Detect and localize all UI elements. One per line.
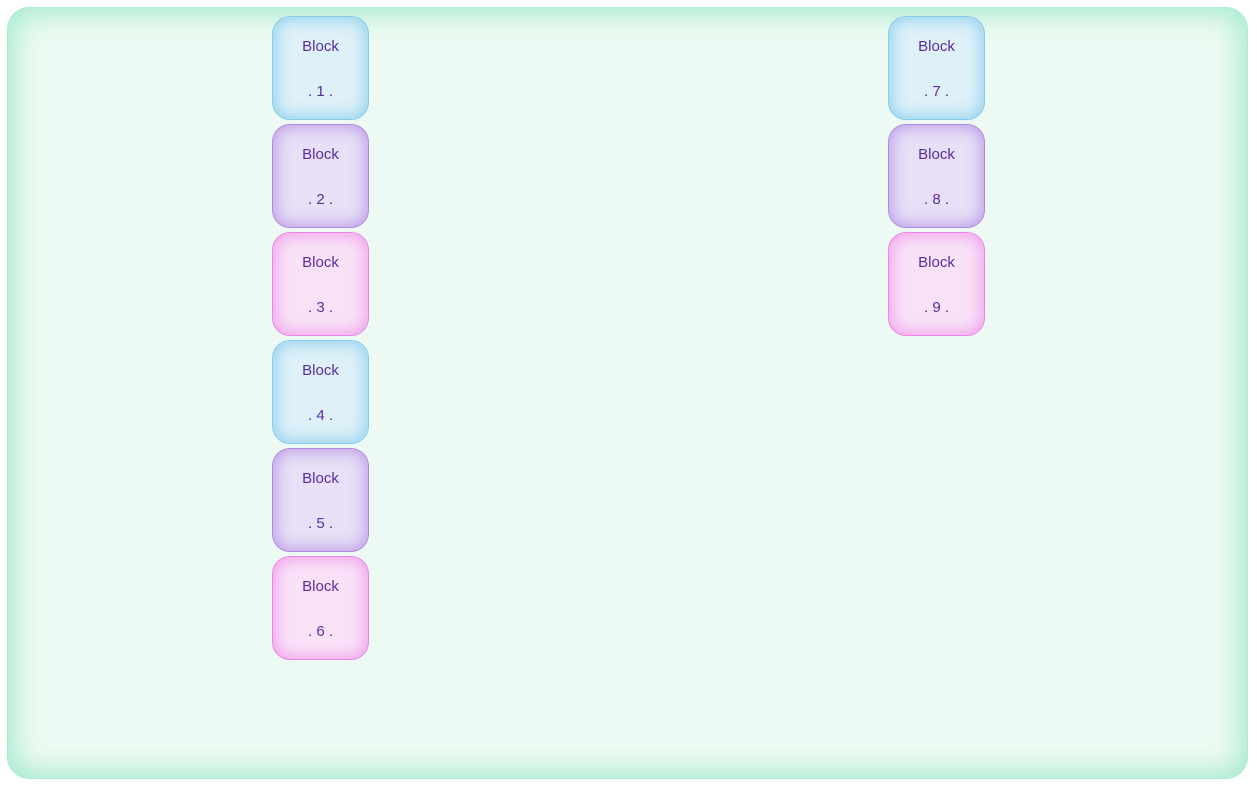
block-label: Block xyxy=(302,146,339,163)
block-number: . 1 . xyxy=(307,83,333,100)
block-9[interactable]: Block . 9 . xyxy=(888,232,985,336)
block-number: . 3 . xyxy=(307,299,333,316)
block-label: Block xyxy=(302,38,339,55)
block-number: . 2 . xyxy=(307,191,333,208)
block-7[interactable]: Block . 7 . xyxy=(888,16,985,120)
block-number: . 7 . xyxy=(923,83,949,100)
block-label: Block xyxy=(302,578,339,595)
canvas-panel: Block . 1 . Block . 2 . Block . 3 . Bloc… xyxy=(7,7,1248,779)
block-number: . 6 . xyxy=(307,623,333,640)
block-2[interactable]: Block . 2 . xyxy=(272,124,369,228)
block-label: Block xyxy=(302,254,339,271)
block-label: Block xyxy=(302,362,339,379)
block-5[interactable]: Block . 5 . xyxy=(272,448,369,552)
block-label: Block xyxy=(302,470,339,487)
block-3[interactable]: Block . 3 . xyxy=(272,232,369,336)
block-label: Block xyxy=(918,146,955,163)
block-1[interactable]: Block . 1 . xyxy=(272,16,369,120)
block-number: . 5 . xyxy=(307,515,333,532)
block-number: . 4 . xyxy=(307,407,333,424)
block-6[interactable]: Block . 6 . xyxy=(272,556,369,660)
block-number: . 8 . xyxy=(923,191,949,208)
block-number: . 9 . xyxy=(923,299,949,316)
block-4[interactable]: Block . 4 . xyxy=(272,340,369,444)
column-left: Block . 1 . Block . 2 . Block . 3 . Bloc… xyxy=(272,16,369,660)
block-label: Block xyxy=(918,38,955,55)
column-right: Block . 7 . Block . 8 . Block . 9 . xyxy=(888,16,985,336)
block-label: Block xyxy=(918,254,955,271)
block-8[interactable]: Block . 8 . xyxy=(888,124,985,228)
